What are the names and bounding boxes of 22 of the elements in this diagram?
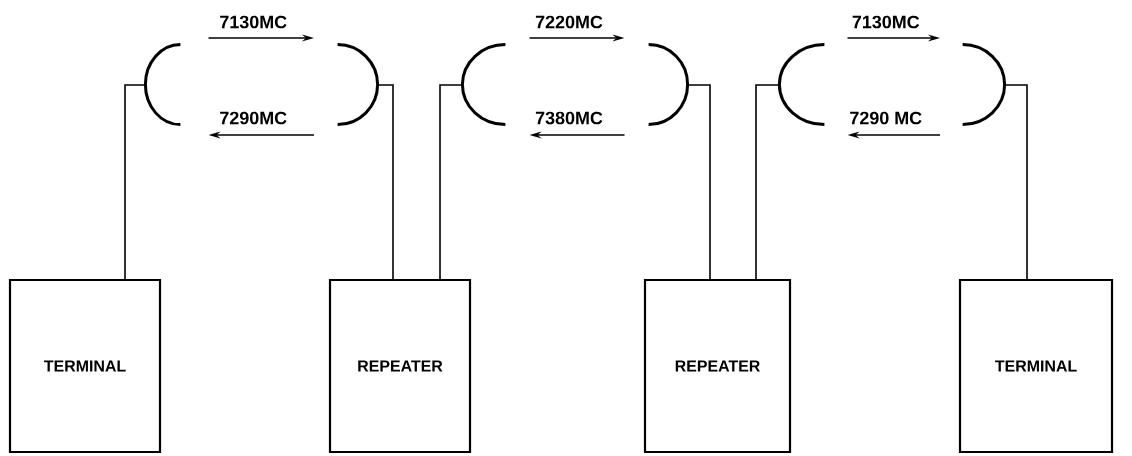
edge-label: 7130MC xyxy=(852,15,920,29)
antenna-dish xyxy=(460,43,506,127)
antenna-dish xyxy=(337,43,380,127)
connector-line xyxy=(124,84,146,280)
antenna-dish xyxy=(143,43,181,127)
connector-line xyxy=(377,84,394,280)
connector-line xyxy=(1004,84,1028,280)
edge-label: 7220MC xyxy=(535,15,603,29)
box: REPEATER xyxy=(328,278,472,454)
edge-label: 7290MC xyxy=(220,111,287,125)
edge-label: 7130MC xyxy=(220,15,287,29)
antenna-dish xyxy=(777,43,825,127)
box: REPEATER xyxy=(643,278,792,454)
connector-line xyxy=(687,84,711,280)
box: TERMINAL xyxy=(958,278,1114,454)
connector-line xyxy=(439,84,463,280)
edge-label: 7290 MC xyxy=(850,111,922,125)
antenna-dish xyxy=(962,43,1007,127)
edge-label: 7380MC xyxy=(535,111,603,125)
connector-line xyxy=(755,84,780,280)
antenna-dish xyxy=(648,43,690,127)
box: TERMINAL xyxy=(8,278,162,454)
